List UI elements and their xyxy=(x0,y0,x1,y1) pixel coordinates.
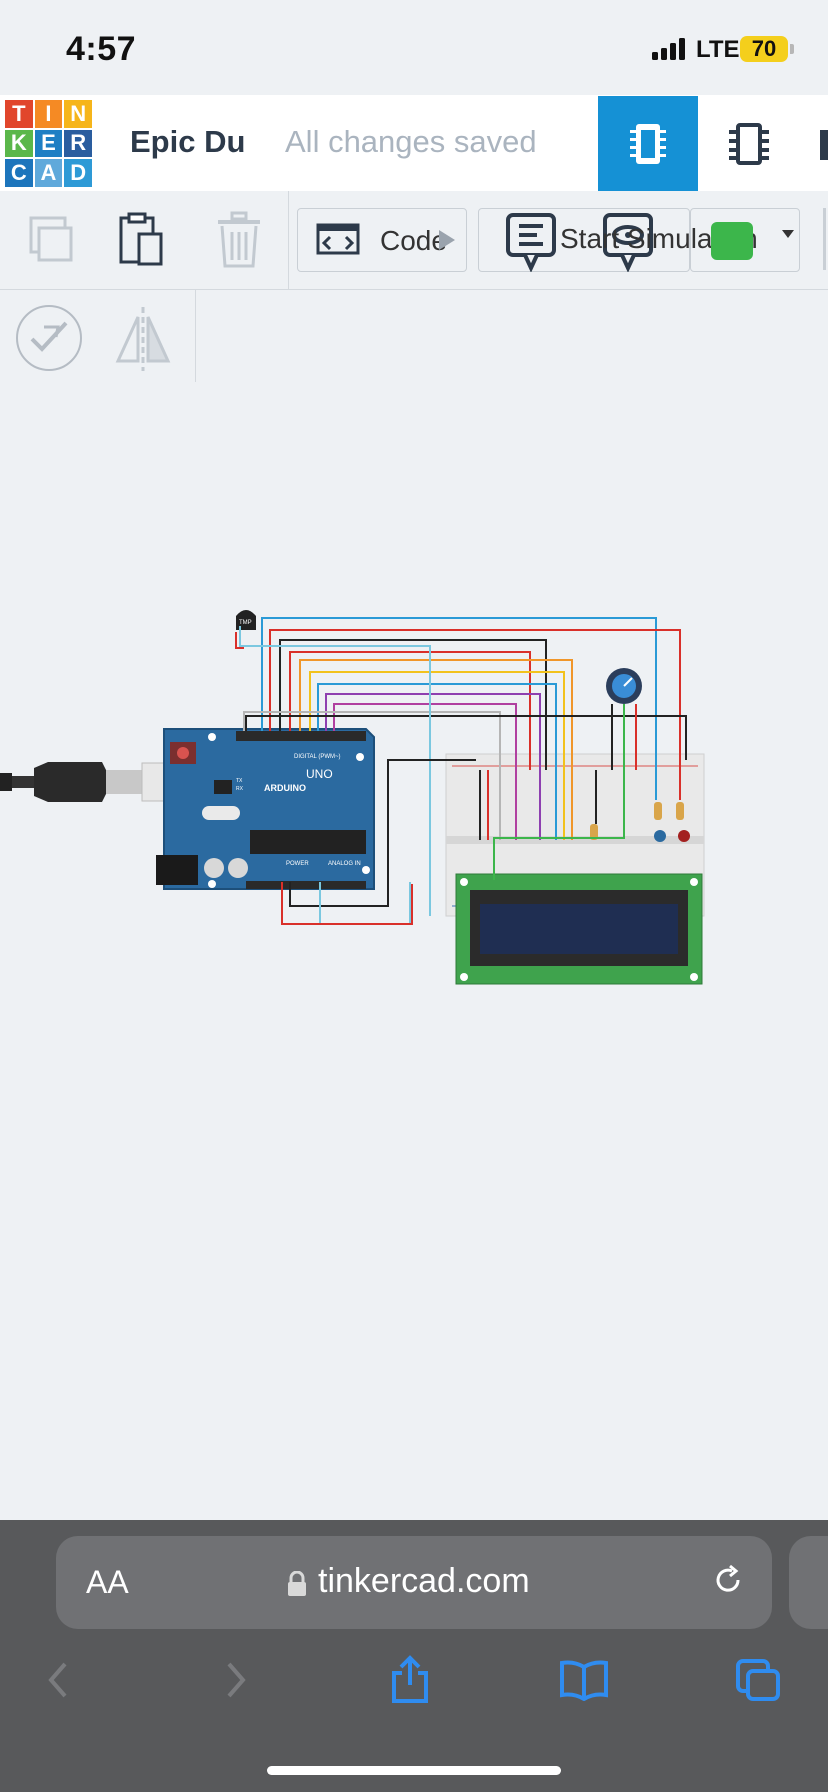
tab-circuit-view[interactable] xyxy=(598,96,698,191)
blue-led[interactable] xyxy=(654,830,666,842)
logo-letter: A xyxy=(34,159,63,187)
potentiometer[interactable] xyxy=(606,668,642,704)
paste-icon xyxy=(119,212,163,266)
copy-icon xyxy=(29,216,73,262)
logo-letter: D xyxy=(64,159,92,187)
home-indicator xyxy=(267,1766,561,1775)
paste-button[interactable] xyxy=(106,200,176,280)
tabs-icon xyxy=(736,1659,780,1701)
code-button[interactable]: Code xyxy=(297,208,467,272)
power-pins-label: POWER xyxy=(286,861,309,867)
mirror-button[interactable] xyxy=(108,298,178,378)
start-simulation-button[interactable] xyxy=(478,208,690,272)
digital-pins-label: DIGITAL (PWM~) xyxy=(294,754,341,760)
logo-letter: K xyxy=(5,129,33,158)
lcd-16x2[interactable] xyxy=(455,873,703,985)
circuit-canvas[interactable]: ARDUINO UNO DIGITAL (PWM~) POWER ANALOG … xyxy=(0,380,828,1520)
trash-icon xyxy=(218,211,260,268)
code-label: Code xyxy=(380,225,447,256)
tab-schematic-view[interactable] xyxy=(700,96,798,191)
delete-button[interactable] xyxy=(204,200,274,280)
rx-label: RX xyxy=(236,786,244,792)
play-icon xyxy=(439,230,455,250)
arduino-model-label: UNO xyxy=(306,767,333,781)
status-bar: 4:57 LTE 70 xyxy=(0,0,828,95)
battery-cap xyxy=(790,44,794,54)
notes-toggle-button[interactable] xyxy=(14,298,84,378)
signal-icon xyxy=(652,38,685,60)
tx-label: TX xyxy=(236,778,243,784)
chevron-right-icon xyxy=(227,1662,246,1698)
toolbar-edge xyxy=(823,208,826,270)
copy-button[interactable] xyxy=(14,200,84,280)
tmp-label: TMP xyxy=(239,620,252,626)
logo-letter: I xyxy=(34,100,63,128)
notes-icon xyxy=(506,213,556,272)
logo-letter: C xyxy=(5,159,33,187)
arduino-uno[interactable]: ARDUINO UNO DIGITAL (PWM~) POWER ANALOG … xyxy=(156,728,375,890)
visibility-icon xyxy=(603,213,653,272)
next-tab-address-bar[interactable] xyxy=(789,1536,828,1629)
circuit-view-icon xyxy=(630,123,666,164)
tabs-button[interactable] xyxy=(728,1650,788,1710)
save-status: All changes saved xyxy=(285,124,537,159)
color-swatch xyxy=(711,222,753,260)
tmp-sensor[interactable]: TMP xyxy=(236,610,256,630)
sub-toolbar xyxy=(0,290,196,382)
wires xyxy=(235,617,687,925)
logo-letter: R xyxy=(64,129,92,158)
logo-letter: T xyxy=(5,100,33,128)
network-type: LTE xyxy=(696,36,740,63)
lock-icon xyxy=(288,1571,306,1596)
circuit-diagram: ARDUINO UNO DIGITAL (PWM~) POWER ANALOG … xyxy=(0,610,705,985)
arduino-brand-label: ARDUINO xyxy=(264,783,306,793)
chevron-down-icon xyxy=(782,230,794,238)
reload-icon[interactable] xyxy=(710,1562,746,1598)
resistors[interactable] xyxy=(590,802,684,840)
url-text[interactable]: tinkercad.com xyxy=(318,1562,530,1600)
analog-pins-label: ANALOG IN xyxy=(328,861,361,867)
notes-toggle-icon xyxy=(16,305,82,371)
schematic-view-icon xyxy=(729,122,769,165)
bookmarks-button[interactable] xyxy=(554,1650,614,1710)
toolbar-separator xyxy=(288,191,289,289)
address-bar[interactable] xyxy=(56,1536,772,1629)
share-button[interactable] xyxy=(380,1650,440,1710)
bookmarks-icon xyxy=(560,1660,608,1701)
color-picker[interactable] xyxy=(690,208,800,272)
logo-letter: E xyxy=(34,129,63,158)
forward-button[interactable] xyxy=(206,1650,266,1710)
mirror-icon xyxy=(115,307,171,371)
reader-options-button[interactable]: AA xyxy=(86,1564,129,1600)
chevron-left-icon xyxy=(48,1662,67,1698)
tab-overflow-edge xyxy=(820,130,828,160)
battery-indicator: 70 xyxy=(740,36,788,62)
logo-letter: N xyxy=(64,100,92,128)
status-time: 4:57 xyxy=(66,30,137,68)
red-led[interactable] xyxy=(678,830,690,842)
back-button[interactable] xyxy=(28,1650,88,1710)
code-editor-icon xyxy=(316,223,360,255)
share-icon xyxy=(392,1655,428,1703)
project-name[interactable]: Epic Du xyxy=(130,124,246,159)
